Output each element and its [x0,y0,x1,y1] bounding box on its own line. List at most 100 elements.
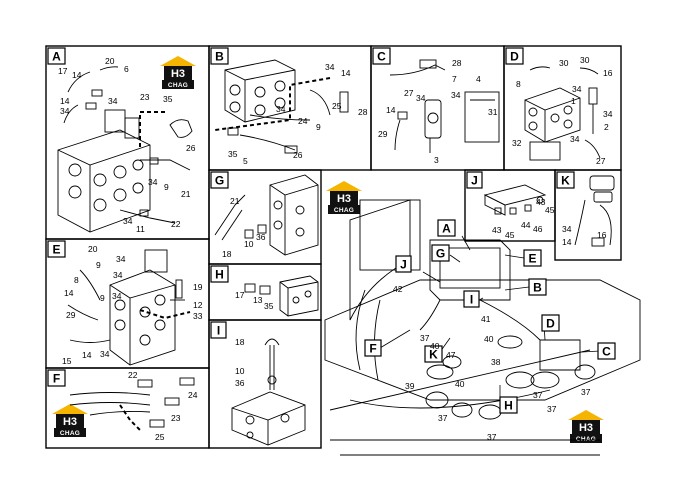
callout-number: 35 [163,94,173,104]
callout-number: 34 [123,216,133,226]
panel-e-frame [45,238,210,369]
panel-g-letter: G [210,171,229,189]
callout-number: 2 [604,122,609,132]
callout-number: 10 [235,366,245,376]
callout-number: 34 [416,93,426,103]
panel-g-valve [214,174,319,256]
callout-number: 1 [571,96,576,106]
callout-number: 20 [88,244,98,254]
svg-text:CHAG: CHAG [576,436,596,443]
callout-number: 36 [235,378,245,388]
callout-number: 34 [112,291,122,301]
panel-b-valve-block [224,59,349,154]
callout-number: 34 [108,96,118,106]
callout-number: 3 [434,155,439,165]
callout-number: 42 [393,284,403,294]
callout-number: 34 [562,224,572,234]
svg-text:C: C [377,50,386,64]
svg-text:CHAG: CHAG [334,207,354,214]
panel-a-callouts: 17 14 20 6 14 34 34 23 35 26 34 9 21 34 … [58,56,196,234]
callout-number: 34 [116,254,126,264]
panel-b-hose-dashed [214,77,331,131]
svg-text:I: I [470,293,473,307]
callout-number: 30 [559,58,569,68]
svg-text:E: E [528,252,536,266]
main-tag-c: C [597,342,616,360]
svg-text:E: E [52,243,60,257]
callout-number: 9 [96,260,101,270]
callout-number: 34 [276,104,286,114]
callout-number: 40 [430,341,440,351]
callout-number: 45 [505,230,515,240]
callout-number: 34 [570,134,580,144]
callout-number: 34 [603,109,613,119]
logo-h3-chag: H3 CHAG [326,181,362,214]
callout-number: 7 [452,74,457,84]
callout-number: 29 [66,310,76,320]
svg-text:J: J [471,174,478,188]
callout-number: 37 [547,404,557,414]
callout-number: 9 [164,182,169,192]
panel-e-hose-dashed [139,309,191,320]
main-tag-j: J [395,255,412,273]
callout-number: 19 [193,282,203,292]
callout-number: 10 [244,239,254,249]
svg-text:F: F [369,342,376,356]
panel-frames [45,45,622,449]
panel-k-frame [554,169,622,261]
svg-text:C: C [602,345,611,359]
callout-number: 44 [521,220,531,230]
svg-text:H3: H3 [171,68,185,80]
callout-number: 18 [222,249,232,259]
callout-number: 14 [60,96,70,106]
svg-text:A: A [52,50,61,64]
callout-number: 35 [264,301,274,311]
callout-number: 23 [140,92,150,102]
callout-number: 34 [100,349,110,359]
callout-number: 41 [481,314,491,324]
callout-number: 37 [533,390,543,400]
panel-c-callouts: 28 7 27 34 34 14 29 3 4 31 [378,58,498,165]
callout-number: 34 [572,84,582,94]
callout-number: 43 [492,225,502,235]
callout-number: 34 [60,106,70,116]
panel-k-parts [574,175,615,247]
main-tag-e: E [523,249,542,267]
callout-number: 25 [155,432,165,442]
panel-j-letter: J [466,171,483,189]
callout-number: 11 [136,224,145,234]
callout-number: 37 [581,387,591,397]
callout-number: 28 [358,107,368,117]
callout-number: 23 [171,413,181,423]
callout-number: 21 [181,189,191,199]
callout-number: 21 [230,196,240,206]
main-tag-h: H [499,396,518,414]
callout-number: 14 [562,237,572,247]
svg-text:H: H [504,399,513,413]
panel-i-frame [208,319,322,449]
main-machine-frame [324,199,641,456]
panel-e-callouts: 20 8 9 34 34 19 14 29 9 34 12 33 15 14 3… [62,244,203,366]
panel-letters: A B C D E F G H I J K [47,47,575,387]
svg-text:B: B [533,281,542,295]
svg-text:K: K [561,174,570,188]
callout-number: 24 [298,116,308,126]
svg-text:H3: H3 [579,422,593,434]
svg-text:J: J [400,258,407,272]
callout-number: 46 [533,224,543,234]
callout-number: 47 [446,350,456,360]
panel-a-letter: A [47,47,66,65]
callout-number: 37 [487,432,497,442]
callout-number: 30 [580,55,590,65]
callout-number: 14 [341,68,351,78]
callout-number: 40 [455,379,465,389]
line-art [57,59,641,456]
callout-number: 9 [316,122,321,132]
main-tag-k: K [424,345,443,363]
callout-number: 14 [386,105,396,115]
callout-number: 28 [452,58,462,68]
panel-a-elbow [169,119,193,138]
callout-number: 20 [105,56,115,66]
main-callouts: 42 41 37 40 47 40 38 39 40 37 37 37 37 3… [393,284,591,442]
